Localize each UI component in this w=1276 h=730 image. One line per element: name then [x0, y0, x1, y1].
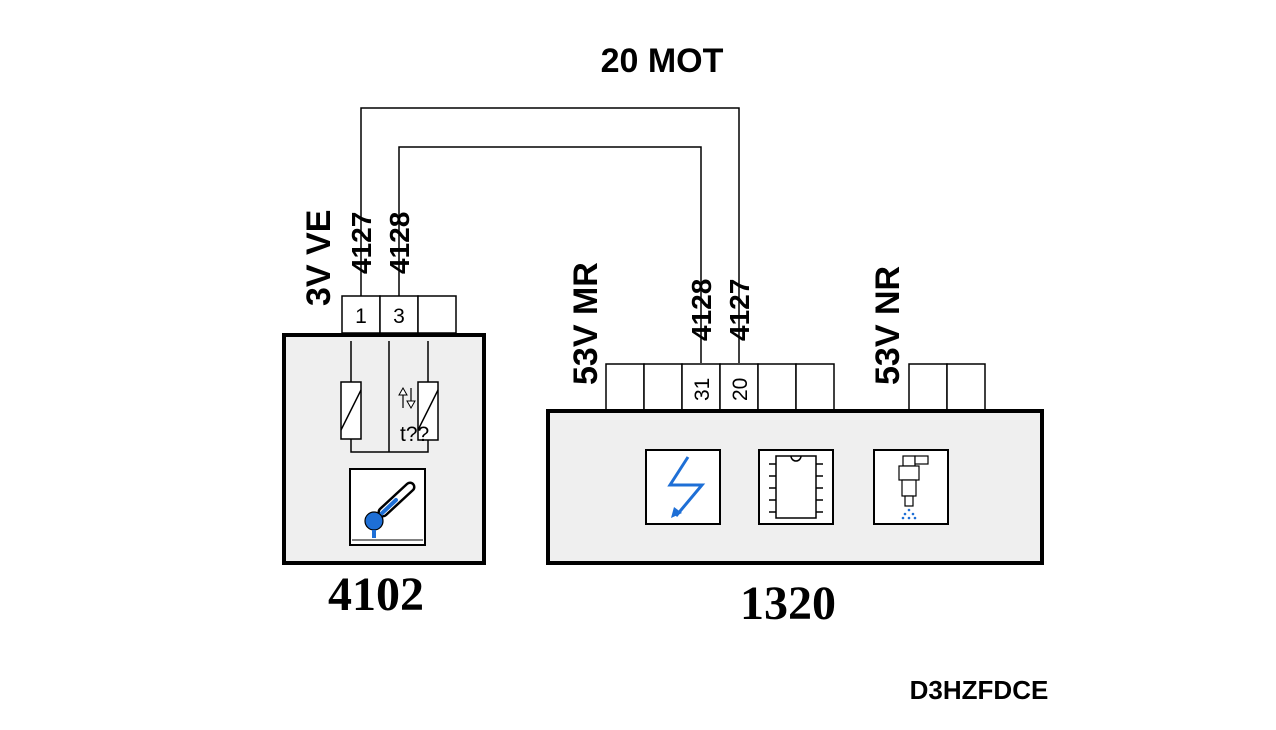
ecu-pin-1: 31: [691, 378, 714, 401]
lightning-icon: [645, 449, 721, 525]
ecu-connector-1-label: 53V MR: [567, 262, 605, 385]
sensor-pin-empty-cell: [417, 295, 457, 334]
sensor-connector-label: 3V VE: [300, 210, 338, 306]
ecu-pin-31-cell: [681, 363, 721, 411]
temperature-symbol: t??: [400, 423, 429, 446]
sensor-internal-circuit: t??: [340, 341, 439, 453]
ecu-wire-1: 4128: [686, 279, 717, 341]
ecu-wire-2: 4127: [724, 279, 755, 341]
sensor-wire-1: 4127: [346, 212, 377, 274]
sensor-4102: 3V VE 4127 4128 1 3: [282, 210, 486, 621]
ecu-id: 1320: [740, 577, 836, 630]
sensor-id: 4102: [328, 568, 424, 621]
thermometer-icon: [349, 468, 426, 546]
ecu-1320: 53V MR 4128 4127 53V NR 31 20: [546, 262, 1044, 630]
wire-4127: [360, 107, 740, 363]
wire-4128: [398, 146, 702, 363]
ecu-pin-20-cell: [719, 363, 759, 411]
chip-icon: [758, 449, 834, 525]
sensor-pin-2: 3: [393, 305, 405, 328]
sensor-pin-1: 1: [355, 305, 367, 328]
harness-label: 20 MOT: [601, 42, 724, 80]
up-down-arrows-icon: [398, 386, 416, 410]
sensor-wire-2: 4128: [384, 212, 415, 274]
ecu-pin-2: 20: [729, 378, 752, 401]
sensor-connector: 1 3: [341, 295, 457, 334]
reference-code: D3HZFDCE: [910, 675, 1049, 705]
wires: [360, 107, 740, 363]
ecu-connector-2: [908, 363, 986, 411]
ecu-connector-2-label: 53V NR: [869, 266, 907, 385]
ecu-connector-1: 31 20: [605, 363, 835, 411]
injector-icon: [873, 449, 949, 525]
